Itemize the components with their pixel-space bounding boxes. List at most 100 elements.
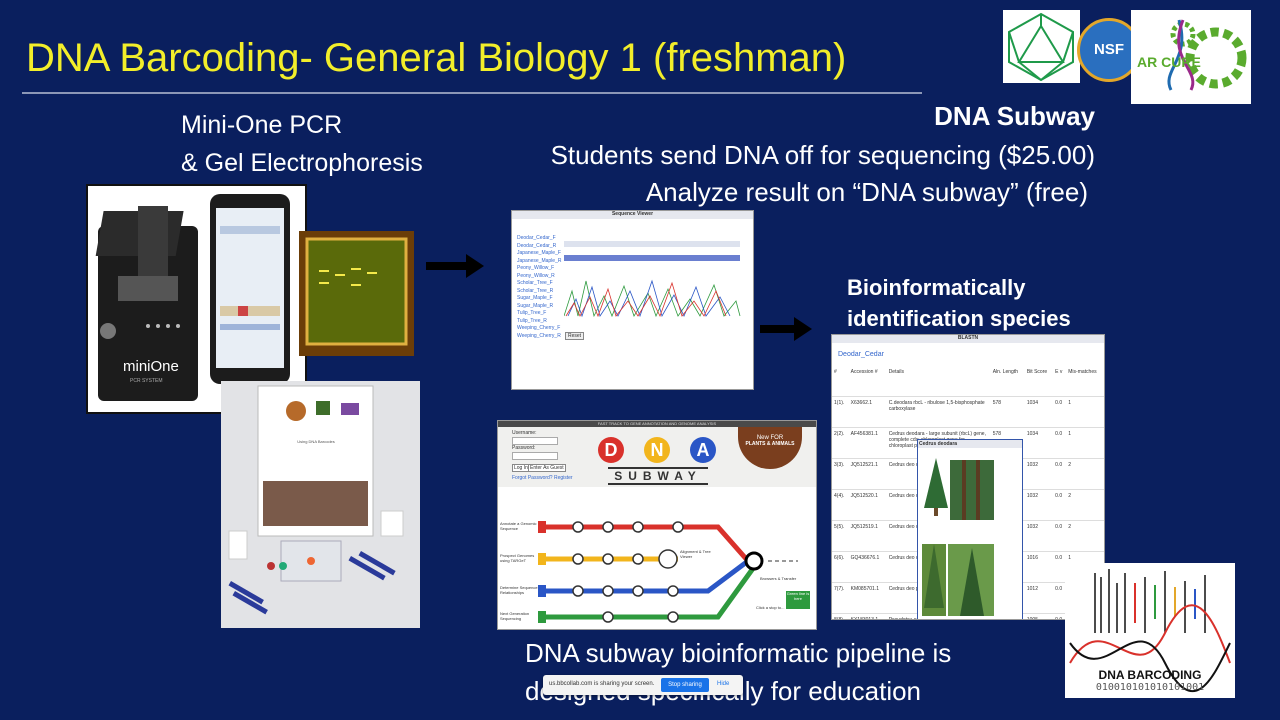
table-cell-mm: 1: [1066, 396, 1104, 428]
subway-line2: Analyze result on “DNA subway” (free): [645, 177, 1088, 207]
sample-item[interactable]: Japanese_Maple_F: [517, 250, 561, 256]
table-cell-n: 4(4).: [832, 489, 849, 521]
icosahedron-logo: [1003, 10, 1080, 83]
sample-item[interactable]: Scholar_Tree_F: [517, 280, 553, 286]
title-divider: [22, 92, 922, 94]
table-cell-n: 6(6).: [832, 551, 849, 583]
ar-cure-logo: AR CURE: [1131, 10, 1251, 104]
table-cell-e: 0.0: [1053, 458, 1067, 490]
table-cell-acc[interactable]: KX183013.1: [848, 613, 887, 619]
barcoding-title: DNA BARCODING: [1098, 668, 1202, 682]
table-cell-acc[interactable]: JQ512521.1: [848, 458, 887, 490]
table-cell-mm: 1: [1066, 427, 1104, 459]
table-cell-n: 7(7).: [832, 582, 849, 614]
table-cell-acc[interactable]: JQ512520.1: [848, 489, 887, 521]
table-cell-acc[interactable]: X63662.1: [848, 396, 887, 428]
table-header-row: # Accession # Details Aln. Length Bit Sc…: [832, 366, 1104, 397]
col-header: Bit Score: [1024, 366, 1054, 397]
table-cell-e: 0.0: [1053, 582, 1067, 614]
popup-title: Cedrus deodara: [918, 440, 1022, 448]
forgot-register-link[interactable]: Forgot Password? Register: [512, 475, 573, 481]
table-cell-n: 2(2).: [832, 427, 849, 459]
letter-d: D: [604, 440, 618, 460]
new-badge: New FOR PLANTS & ANIMALS: [738, 427, 802, 469]
sample-item[interactable]: Sugar_Maple_R: [517, 302, 554, 309]
hide-share-button[interactable]: Hide: [717, 681, 730, 687]
sample-item[interactable]: Peony_Willow_R: [517, 272, 555, 279]
cedar-photos: [922, 458, 994, 616]
slide-title: DNA Barcoding- General Biology 1 (freshm…: [26, 36, 847, 80]
line-blue-label[interactable]: Determine Sequence Relationships: [500, 585, 538, 595]
letter-n: N: [650, 440, 664, 460]
table-cell-bit: 1012: [1024, 582, 1054, 614]
guest-button[interactable]: Enter As Guest: [528, 464, 566, 472]
table-cell-e: 0.0: [1053, 613, 1067, 619]
reset-button[interactable]: Reset: [565, 332, 585, 340]
table-cell-len: 578: [990, 396, 1025, 428]
device-sub: PCR SYSTEM: [130, 378, 163, 384]
letter-a: A: [696, 440, 710, 460]
table-cell-bit: 1032: [1024, 520, 1054, 552]
table-cell-acc[interactable]: GQ436676.1: [848, 551, 887, 583]
table-cell-detail[interactable]: C.deodara rbcL - ribulose 1,5-bisphospha…: [886, 396, 991, 428]
table-cell-e: 0.0: [1053, 520, 1067, 552]
subway-map: [538, 521, 798, 623]
table-cell-mm: 2: [1066, 520, 1104, 552]
minione-device-photo: miniOne PCR SYSTEM: [86, 184, 307, 414]
subway-banner: FAST TRACK TO GENE ANNOTATION AND GENOME…: [498, 421, 816, 427]
nsf-text: NSF: [1094, 41, 1124, 58]
subway-word: SUBWAY: [608, 467, 708, 485]
sample-item[interactable]: Deodar_Cedar_F: [517, 235, 556, 241]
line-yellow-label[interactable]: Prospect Genomes using TARGeT: [500, 553, 535, 563]
sample-item[interactable]: Weeping_Cherry_F: [517, 325, 561, 331]
click-hint: Click a stop to...: [756, 605, 785, 610]
line-green-label[interactable]: Next Generation Sequencing: [500, 611, 530, 621]
blastn-query[interactable]: Deodar_Cedar: [838, 351, 884, 358]
gel-photo: [299, 231, 414, 356]
table-cell-bit: 1032: [1024, 458, 1054, 490]
sample-item[interactable]: Deodar_Cedar_R: [517, 242, 557, 249]
password-input[interactable]: [512, 452, 558, 460]
col-header: #: [832, 366, 849, 397]
sequence-viewer-title: Sequence Viewer: [512, 211, 753, 219]
share-text: us.bbcollab.com is sharing your screen.: [549, 681, 655, 687]
sample-item[interactable]: Weeping_Cherry_R: [517, 332, 561, 339]
sequence-viewer-window: Sequence Viewer Deodar_Cedar_F Deodar_Ce…: [511, 210, 754, 390]
table-cell-acc[interactable]: AF456381.1: [848, 427, 887, 459]
bio-line1: Bioinformatically: [847, 275, 1026, 300]
sample-item[interactable]: Japanese_Maple_R: [517, 257, 562, 264]
sample-item[interactable]: Tulip_Tree_R: [517, 317, 547, 324]
table-cell-e: 0.0: [1053, 396, 1067, 428]
sample-item[interactable]: Peony_Willow_F: [517, 265, 555, 271]
screen-share-bar: us.bbcollab.com is sharing your screen. …: [543, 675, 743, 695]
sample-item[interactable]: Sugar_Maple_F: [517, 295, 553, 301]
table-cell-acc[interactable]: KM085701.1: [848, 582, 887, 614]
letter-n-circle: N: [644, 437, 670, 463]
col-header: Accession #: [848, 366, 887, 397]
device-brand: miniOne: [123, 358, 179, 375]
mini-one-caption: Mini-One PCR & Gel Electrophoresis: [181, 106, 423, 182]
col-header: Mis-matches: [1066, 366, 1104, 397]
letter-a-circle: A: [690, 437, 716, 463]
table-cell-acc[interactable]: JQ512519.1: [848, 520, 887, 552]
mini-one-line2: & Gel Electrophoresis: [181, 149, 423, 177]
sample-item[interactable]: Scholar_Tree_R: [517, 287, 554, 294]
ar-cure-text: AR CURE: [1137, 54, 1201, 70]
col-header: Aln. Length: [990, 366, 1025, 397]
bio-line2: identification species: [847, 306, 1071, 331]
table-cell-bit: 1034: [1024, 427, 1054, 459]
browsers-transfer-label[interactable]: Browsers & Transfer: [760, 576, 797, 581]
sample-item[interactable]: Tulip_Tree_F: [517, 310, 547, 316]
table-cell-n: 3(3).: [832, 458, 849, 490]
stop-sharing-button[interactable]: Stop sharing: [661, 678, 709, 692]
username-input[interactable]: [512, 437, 558, 445]
line-red-label[interactable]: Annotate a Genomic Sequence: [500, 521, 537, 531]
green-line-button[interactable]: Green line is here: [786, 591, 810, 609]
subway-heading: DNA Subway: [934, 101, 1095, 131]
alignment-stop-label[interactable]: Alignment & Tree Viewer: [680, 549, 711, 559]
subway-line1: Students send DNA off for sequencing ($2…: [550, 140, 1095, 170]
table-cell-bit: 1032: [1024, 489, 1054, 521]
mini-one-line1: Mini-One PCR: [181, 111, 343, 139]
